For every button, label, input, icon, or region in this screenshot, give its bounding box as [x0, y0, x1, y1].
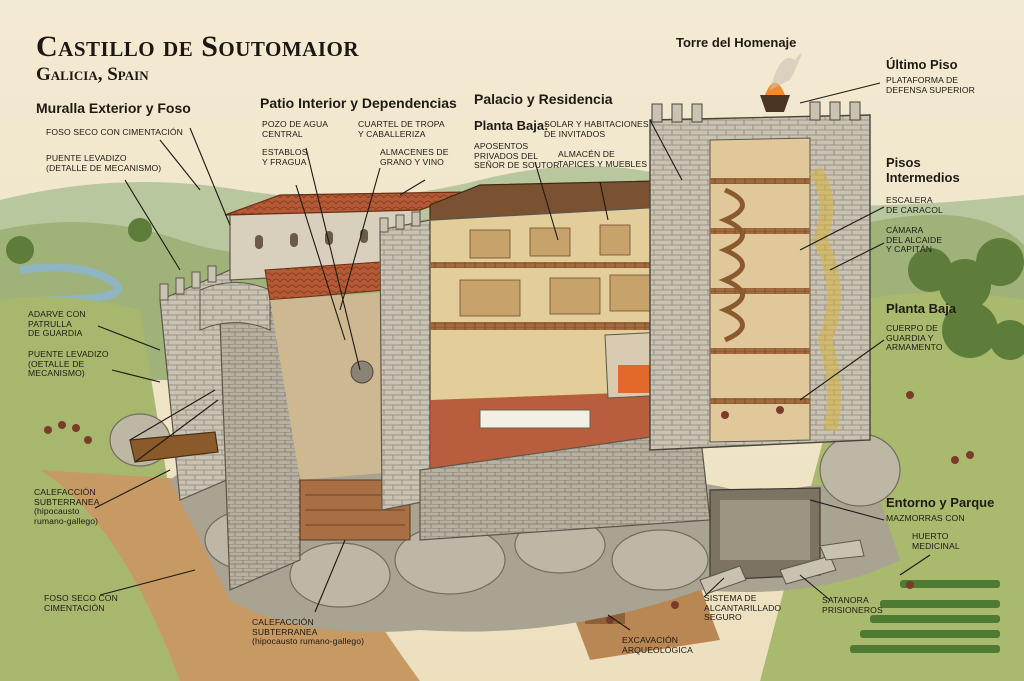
leader-lines — [94, 82, 931, 631]
palace-rooms — [459, 224, 651, 317]
label-escalera: ESCALERA DE CARACOL — [886, 195, 943, 215]
dungeon-cell — [720, 500, 810, 560]
label-aposentos: APOSENTOS PRIVADOS DEL SEÑOR DE SOUTOR — [474, 141, 560, 171]
section-muralla: Muralla Exterior y Foso — [36, 100, 191, 116]
label-calefaccion-left: CALEFACCIÓN SUBTERRANEA (hipocausto ruma… — [34, 487, 100, 526]
section-torre: Torre del Homenaje — [676, 35, 797, 50]
section-patio: Patio Interior y Dependencias — [260, 95, 457, 111]
keep-floors — [710, 178, 810, 404]
section-planta-baja-torre: Planta Baja — [886, 301, 957, 316]
hearth-fire — [618, 365, 654, 393]
figures — [44, 391, 974, 624]
gatehouse-tower — [379, 219, 433, 511]
label-almacenes: ALMACENES DE GRANO Y VINO — [380, 147, 449, 167]
label-foso-cimentacion-bottom: FOSO SECO CON CIMENTACIÓN — [44, 593, 118, 613]
label-solar: SOLAR Y HABITACIONES DE INVITADOS — [544, 119, 649, 139]
palace-floor-2 — [430, 322, 700, 330]
section-palacio: Palacio y Residencia — [474, 91, 613, 107]
label-foso-cimentacion-top: FOSO SECO CON CIMENTACIÓN — [46, 127, 183, 137]
drawbridge — [129, 431, 219, 463]
label-excavacion: EXCAVACIÓN ARQUEOLÓGICA — [622, 635, 693, 655]
lichen-patches — [809, 166, 841, 432]
label-camara: CÁMARA DEL ALCAIDE Y CAPITÁN — [886, 225, 943, 255]
label-mazmorras: MAZMORRAS CON — [886, 513, 965, 523]
label-puente-levadizo-mid: PUENTE LEVADIZO (OETALLE DE MECANISMO) — [28, 349, 109, 379]
water-well — [350, 360, 374, 384]
label-adarve: ADARVE CON PATRULLA DE GUARDIA — [28, 309, 86, 339]
gatehouse-crenellations — [379, 211, 421, 233]
label-plataforma: PLATAFORMA DE DEFENSA SUPERIOR — [886, 75, 975, 95]
palace-floor-1 — [430, 262, 700, 268]
keep-crenellations — [651, 101, 861, 123]
label-cuartel: CUARTEL DE TROPA Y CABALLERIZA — [358, 119, 445, 139]
round-tower — [199, 282, 271, 331]
section-ultimo-piso: Último Piso — [886, 57, 958, 72]
label-puente-levadizo-top: PUENTE LEVADIZO (DETALLE DE MECANISMO) — [46, 153, 162, 173]
label-huerto: HUERTO MEDICINAL — [912, 531, 960, 551]
section-entorno: Entorno y Parque — [886, 495, 995, 510]
label-pozo: POZO DE AGUA CENTRAL — [262, 119, 329, 139]
medicinal-garden — [850, 580, 1000, 653]
page-title: Castillo de Soutomaior — [36, 30, 360, 63]
banquet-table — [479, 409, 591, 429]
label-cuerpo-guardia: CUERPO DE GUARDIA Y ARMAMENTO — [886, 323, 943, 353]
page-subtitle: Galicia, Spain — [36, 64, 149, 85]
label-establos: ESTABLOS Y FRAGUA — [262, 147, 308, 167]
drawbridge-chains — [129, 389, 219, 463]
label-satanora: SATANORA PRISIONEROS — [822, 595, 883, 615]
sewer-pipes — [699, 539, 865, 595]
courtyard-windows — [255, 229, 368, 249]
trees — [6, 218, 1024, 360]
label-alcantarillado: SISTEMA DE ALCANTARILLADO SEGURO — [704, 593, 782, 623]
label-almacen-tapices: ALMACÉN DE TAPICES Y MUEBLES — [558, 149, 648, 169]
section-planta-baja-palacio: Planta Baja: — [474, 118, 549, 133]
brazier — [760, 53, 802, 112]
label-calefaccion-bottom: CALEFACCIÓN SUBTERRANEA (hipocausto ruma… — [252, 617, 365, 647]
section-pisos-intermedios: Pisos Intermedios — [886, 155, 960, 185]
spiral-staircase — [718, 187, 745, 343]
